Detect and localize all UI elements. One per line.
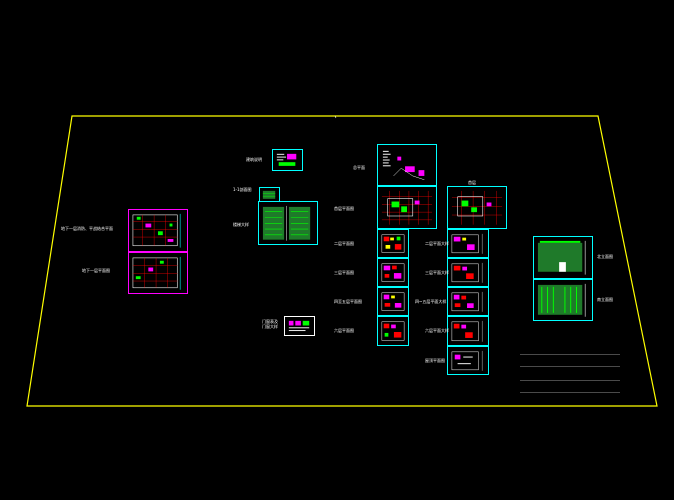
sheet-4-5f-plan[interactable]	[377, 287, 409, 316]
label-stair-details: 楼梯大样	[233, 222, 249, 227]
label-design-notes: 建筑说明	[246, 157, 262, 162]
sheet-content-plan	[451, 262, 483, 283]
sheet-content-plan	[381, 292, 405, 311]
label-6f-detail: 六层平面大样	[425, 328, 449, 333]
sheet-basement-civil-defense[interactable]	[128, 209, 188, 252]
sheet-content-site	[382, 150, 425, 181]
sheet-content-plan	[451, 320, 483, 342]
sheet-content-plan	[451, 233, 483, 254]
sheet-content-plan	[381, 234, 405, 253]
sheet-ground-detail[interactable]	[447, 186, 507, 229]
sheet-south-elevation[interactable]	[533, 279, 593, 321]
sheet-site-plan[interactable]	[377, 144, 437, 186]
sheet-roof-plan[interactable]	[447, 346, 489, 375]
label-2f: 二层平面图	[334, 241, 354, 246]
title-block	[520, 354, 622, 394]
sheet-content-elevation	[537, 283, 586, 317]
label-basement-civil-defense: 地下一层消防、平战结合平面	[61, 226, 113, 231]
sheet-content-plan	[451, 350, 483, 371]
sheet-basement-plan[interactable]	[128, 252, 188, 294]
sheet-ground-floor-plan[interactable]	[377, 186, 437, 229]
sheet-3f-plan[interactable]	[377, 258, 409, 287]
sheet-6f-detail[interactable]	[447, 316, 489, 346]
sheet-content-plan	[381, 190, 433, 225]
label-section-1-1: 1-1剖面图	[233, 187, 252, 192]
sheet-content-plan	[381, 263, 405, 282]
sheet-design-notes[interactable]	[272, 149, 303, 171]
sheet-content-notes	[276, 153, 297, 166]
sheet-3f-detail[interactable]	[447, 258, 489, 287]
sheet-content-stairs	[262, 205, 311, 241]
boundary-inner-edge	[334, 115, 337, 119]
sheet-4-5f-detail[interactable]	[447, 287, 489, 316]
label-6f: 六层平面图	[334, 328, 354, 333]
sheet-content-plan	[132, 213, 181, 248]
sheet-6f-plan[interactable]	[377, 316, 409, 346]
label-4-5f-detail: 四~五层平面大样	[415, 299, 447, 304]
sheet-content-plan	[451, 291, 483, 312]
sheet-2f-detail[interactable]	[447, 229, 489, 258]
label-3f-detail: 三层平面大样	[425, 270, 449, 275]
label-south-elevation: 南立面图	[597, 297, 613, 302]
label-4-5f: 四至五层平面图	[334, 299, 362, 304]
label-north-elevation: 北立面图	[597, 254, 613, 259]
sheet-door-window-schedule[interactable]	[284, 316, 315, 336]
label-ground-floor: 首层平面图	[334, 206, 354, 211]
sheet-content-plan	[451, 190, 503, 225]
label-basement-plan: 地下一层平面图	[82, 268, 110, 273]
sheet-section-1-1[interactable]	[259, 187, 280, 202]
sheet-stair-details[interactable]	[258, 201, 318, 245]
label-roof: 屋顶平面图	[425, 358, 445, 363]
sheet-content-section	[262, 190, 276, 199]
sheet-content-plan	[381, 321, 405, 341]
label-ground-detail: 首层	[468, 180, 476, 185]
label-3f: 三层平面图	[334, 270, 354, 275]
label-2f-detail: 二层平面大样	[425, 241, 449, 246]
sheet-north-elevation[interactable]	[533, 236, 593, 279]
label-site-plan: 总平面	[353, 165, 365, 170]
sheet-content-elevation	[537, 240, 586, 275]
sheet-content-schedule	[288, 320, 310, 332]
drawing-boundary	[26, 115, 658, 407]
sheet-content-plan	[132, 256, 181, 290]
sheet-2f-plan[interactable]	[377, 229, 409, 258]
label-door-window: 门窗表及门窗大样	[262, 319, 278, 329]
